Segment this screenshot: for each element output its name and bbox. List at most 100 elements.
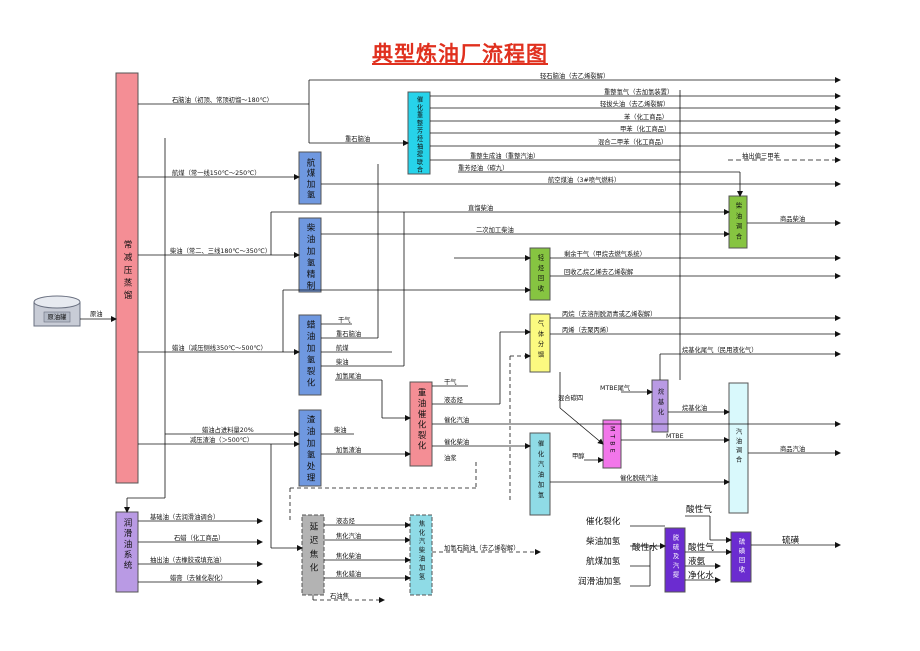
lbl-mtbe-tail: MTBE尾气: [600, 383, 631, 392]
unit-coker-label: 延迟焦化: [308, 521, 318, 577]
lbl-naphtha: 石脑油（初顶、常顶初馏～180℃）: [172, 95, 273, 104]
unit-lube-label: 润滑油系统: [122, 517, 132, 571]
lbl-light-naphtha: 轻石脑油（去乙烯裂解）: [540, 71, 609, 80]
lbl-coker-diesel: 焦化柴油: [336, 551, 361, 560]
unit-lube: 润滑油系统: [115, 511, 139, 593]
lbl-fcc-in: 催化裂化: [586, 515, 621, 527]
lbl-petcoke: 石油焦: [330, 591, 350, 600]
unit-gas-frac-label: 气体分馏: [537, 319, 544, 362]
lbl-hc-tail: 加氢尾油: [336, 371, 361, 380]
lbl-sulfur: 硫磺: [782, 534, 800, 546]
lbl-light-ends: 轻拔头油（去乙烯裂解）: [600, 99, 669, 108]
unit-mtbe: MTBE: [602, 419, 622, 469]
lbl-paraffin: 石蜡（化工商品）: [174, 533, 224, 542]
unit-fcc-gasoline-hydro-label: 催化汽油加氢: [537, 439, 544, 502]
unit-jet-hydro-label: 航煤加氢: [305, 157, 315, 201]
lbl-slurry: 油浆: [444, 453, 457, 462]
lbl-propylene: 丙烯（去聚丙烯）: [562, 325, 612, 334]
unit-gasoline-blend: 汽油调合: [728, 382, 749, 514]
lbl-commercial-diesel: 商品柴油: [780, 214, 805, 223]
lbl-heavy-naphtha2: 重石脑油: [336, 329, 361, 338]
lbl-xylene: 混合二甲苯（化工商品）: [598, 137, 667, 146]
lbl-acid-gas: 酸性气: [688, 541, 714, 553]
lbl-commercial-gasoline: 商品汽油: [780, 444, 805, 453]
lbl-resid-diesel: 柴油: [334, 425, 347, 434]
lbl-jet-cut: 航煤（常一线150℃～250℃）: [172, 168, 261, 177]
lbl-toluene: 甲苯（化工商品）: [620, 124, 670, 133]
unit-fcc-gasoline-hydro: 催化汽油加氢: [529, 432, 551, 516]
unit-fcc-label: 重油催化裂化: [416, 387, 426, 452]
unit-sulfur-recovery-label: 硫磺回收: [738, 537, 745, 576]
lbl-jet: 航煤: [336, 343, 349, 352]
unit-diesel-blend: 柴油调合: [728, 195, 748, 249]
unit-desulfur-label: 脱硫及汽提: [672, 533, 679, 581]
lbl-jet-fuel: 航空煤油（3#喷气燃料）: [548, 175, 620, 184]
unit-atm-vac: 常减压蒸馏: [115, 72, 139, 484]
unit-wax-hydro: 蜡油加氢裂化: [298, 314, 322, 396]
unit-coker: 延迟焦化: [301, 514, 325, 596]
lbl-desulf-gasoline: 催化脱硫汽油: [620, 473, 658, 482]
unit-wax-hydro-label: 蜡油加氢裂化: [305, 319, 315, 390]
lbl-clean-water: 净化水: [688, 569, 714, 581]
lbl-hydro-naphtha: 加氢石脑油（去乙烯裂解）: [444, 543, 520, 552]
unit-sulfur-recovery: 硫磺回收: [730, 531, 752, 583]
lbl-mixed-c4: 混合碳四: [558, 393, 583, 402]
unit-diesel-blend-label: 柴油调合: [735, 201, 742, 244]
unit-atm-vac-label: 常减压蒸馏: [122, 239, 132, 303]
lbl-fcc-diesel: 催化柴油: [444, 437, 469, 446]
tank-label: 原油罐: [48, 312, 68, 321]
lbl-diesel-hydro-in: 柴油加氢: [586, 535, 621, 547]
lbl-heavy-naphtha: 重石脑油: [345, 134, 370, 143]
lbl-base-oil: 基础油（去润滑油调合）: [150, 512, 219, 521]
lbl-acid-water: 酸性水: [632, 541, 658, 553]
unit-coker-hydro-label: 焦化汽柴油加氢: [418, 519, 425, 582]
lbl-coker-lpg: 液态烃: [336, 516, 356, 525]
page-title: 典型炼油厂流程图: [372, 41, 548, 66]
lbl-vac-resid: 减压渣油（＞500℃）: [190, 435, 253, 444]
lbl-alkylate: 烷基化油: [682, 403, 707, 412]
unit-resid-hydro: 渣油加氢处理: [298, 409, 322, 487]
lbl-coker-gasoline: 焦化汽油: [336, 531, 361, 540]
lbl-reformer-h2: 重整氢气（去加氢装置）: [604, 87, 673, 96]
lbl-lube-in: 润滑油加氢: [578, 575, 621, 587]
unit-reformer: 催化重整芳烃抽提联合: [407, 91, 431, 175]
unit-mtbe-label: MTBE: [609, 426, 616, 456]
lbl-alkyl-tail: 烷基化尾气（民用液化气）: [682, 345, 758, 354]
lbl-methanol: 甲醇: [572, 451, 585, 460]
unit-alkylation-label: 烷基化: [657, 387, 664, 419]
lbl-extract-oil: 抽出油（去橡胶或填充油）: [150, 555, 226, 564]
unit-coker-hydro: 焦化汽柴油加氢: [409, 514, 433, 596]
lbl-aniline: 抽出偏三甲苯: [742, 151, 780, 160]
lbl-dry-gas: 干气: [338, 315, 351, 324]
lbl-dry-gas-light: 剩余干气（甲烷去燃气系统）: [564, 249, 646, 258]
unit-light-recovery: 轻烃回收: [529, 247, 551, 301]
lbl-fcc-dry: 干气: [444, 377, 457, 386]
unit-gas-frac: 气体分馏: [529, 313, 551, 373]
lbl-hydro-resid: 加氢渣油: [336, 445, 361, 454]
unit-light-recovery-label: 轻烃回收: [537, 253, 544, 296]
lbl-diesel-cut: 柴油（常二、三线180℃～350℃）: [170, 246, 271, 255]
lbl-diesel: 柴油: [336, 357, 349, 366]
lbl-lube-wax: 蜡膏（去催化裂化）: [170, 573, 227, 582]
lbl-reformate: 重整生成油（重整汽油）: [470, 151, 539, 160]
lbl-secondary-diesel: 二次加工柴油: [476, 225, 514, 234]
lbl-heavy-aromatics: 重芳烃油（碳九）: [458, 163, 508, 172]
lbl-wax-blend: 蜡油占进料量20%: [202, 425, 254, 434]
unit-resid-hydro-label: 渣油加氢处理: [305, 414, 315, 485]
lbl-propane: 丙烷（去溶剂脱沥青或乙烯裂解）: [562, 309, 656, 318]
unit-fcc: 重油催化裂化: [409, 381, 433, 467]
lbl-ethylene-recovery: 回收乙烷乙烯去乙烯裂解: [564, 267, 634, 276]
crude-tank: 原油罐: [33, 295, 81, 327]
lbl-fcc-gasoline: 催化汽油: [444, 415, 469, 424]
unit-reformer-label: 催化重整芳烃抽提联合: [416, 95, 423, 174]
lbl-benzene: 苯（化工商品）: [624, 112, 668, 121]
unit-diesel-hydro-label: 柴油加氢精制: [305, 222, 315, 293]
lbl-lpg: 液态烃: [444, 395, 464, 404]
unit-diesel-hydro: 柴油加氢精制: [298, 217, 322, 293]
lbl-crude-oil: 原油: [90, 309, 103, 318]
lbl-liquid-ammonia: 液氨: [688, 555, 706, 567]
lbl-acid-gas-top: 酸性气: [686, 503, 712, 515]
lbl-jet-hydro-in: 航煤加氢: [586, 555, 621, 567]
lbl-mtbe-product: MTBE: [666, 433, 684, 440]
